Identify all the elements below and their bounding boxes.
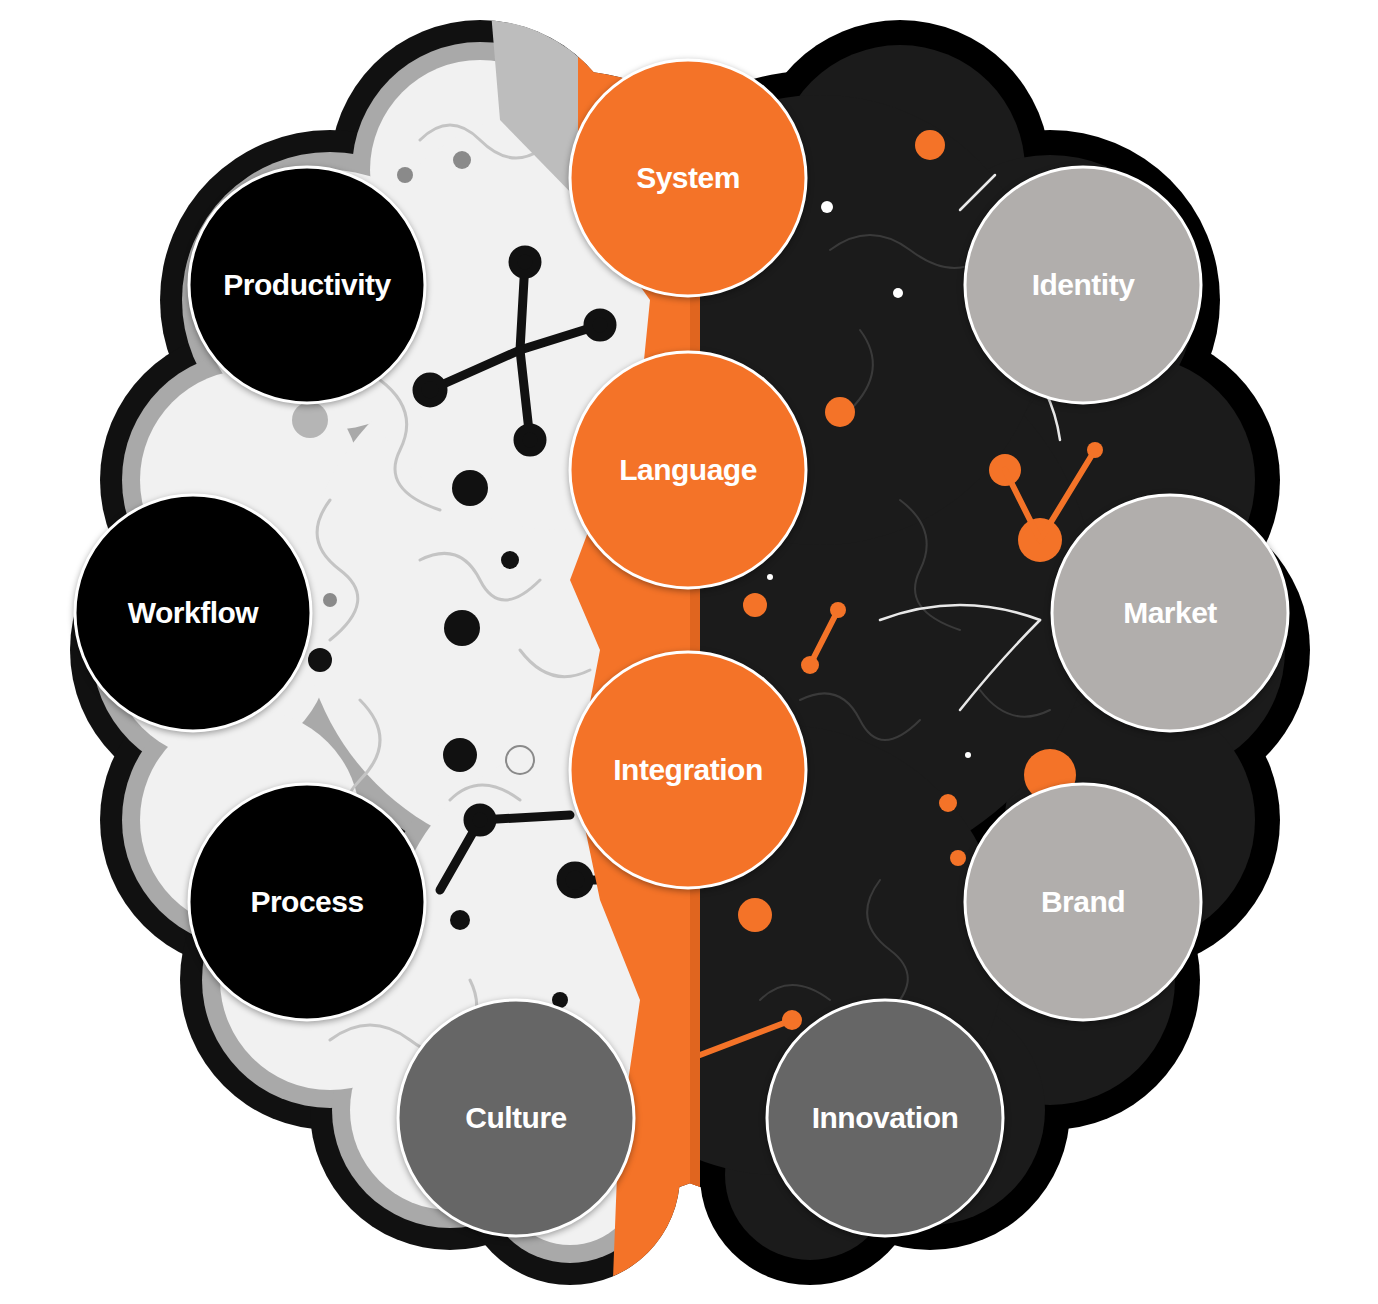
circle-fill	[398, 1000, 634, 1236]
circle-label: Innovation	[812, 1101, 959, 1136]
circle-label: Integration	[613, 753, 763, 788]
brain-detail	[915, 130, 945, 160]
left-circle: Process	[187, 782, 427, 1022]
core-circle: Language	[568, 350, 808, 590]
brain-detail	[1005, 470, 1040, 540]
brain-detail	[700, 1020, 792, 1055]
brain-detail	[443, 738, 477, 772]
circle-label: System	[636, 161, 740, 196]
brain-detail	[850, 330, 873, 410]
brain-detail	[980, 690, 1050, 717]
brain-detail	[452, 470, 488, 506]
circle-fill	[75, 495, 311, 731]
brain-detail	[880, 605, 1040, 620]
circle-fill	[767, 1000, 1003, 1236]
brain-detail	[444, 610, 480, 646]
core-circle: Integration	[568, 650, 808, 890]
brain-detail	[1040, 450, 1095, 540]
circle-fill	[1052, 495, 1288, 731]
circle-label: Language	[619, 453, 757, 488]
brain-detail	[743, 593, 767, 617]
brain-detail	[893, 288, 903, 298]
circle-fill	[570, 60, 806, 296]
brain-detail	[317, 500, 358, 640]
brain-detail	[588, 313, 612, 337]
circle-fill	[570, 652, 806, 888]
brain-detail	[520, 650, 590, 677]
brain-detail	[468, 808, 492, 832]
brain-detail	[561, 866, 589, 894]
brain-detail	[490, 0, 578, 200]
left-circle: Workflow	[73, 493, 313, 733]
circle-fill	[570, 352, 806, 588]
circle-fill	[965, 784, 1201, 1020]
brain-detail	[397, 167, 413, 183]
brain-detail	[323, 593, 337, 607]
right-circle: Identity	[963, 165, 1203, 405]
circle-label: Identity	[1032, 268, 1135, 303]
left-hemisphere	[70, 20, 690, 1285]
brain-detail	[518, 428, 542, 452]
brain-detail	[825, 397, 855, 427]
brain-detail	[821, 201, 833, 213]
circle-label: Market	[1123, 596, 1217, 631]
brain-detail	[939, 794, 957, 812]
circle-label: Culture	[465, 1101, 567, 1136]
circle-label: Productivity	[223, 268, 390, 303]
core-circle: System	[568, 58, 808, 298]
brain-detail	[960, 620, 1040, 710]
brain-detail	[450, 785, 520, 800]
brain-detail	[420, 553, 540, 600]
brain-detail	[960, 175, 995, 210]
right-circle: Brand	[963, 782, 1203, 1022]
brain-detail	[417, 377, 443, 403]
brain-detail	[950, 850, 966, 866]
brain-detail	[292, 402, 328, 438]
brain-detail	[450, 910, 470, 930]
right-circle: Market	[1050, 493, 1290, 733]
brain-detail	[810, 610, 838, 665]
brain-detail	[760, 985, 830, 1000]
bottom-circle: Culture	[396, 998, 636, 1238]
circle-fill	[189, 784, 425, 1020]
brain-detail	[308, 648, 332, 672]
right-outline	[690, 20, 1310, 1285]
brain-detail	[830, 235, 980, 268]
circle-fill	[189, 167, 425, 403]
brain-detail	[506, 746, 534, 774]
brain-detail	[767, 574, 773, 580]
right-hemisphere	[690, 20, 1310, 1285]
brain-detail	[965, 752, 971, 758]
left-outline	[70, 20, 690, 1285]
bottom-circle: Innovation	[765, 998, 1005, 1238]
brain-detail	[800, 693, 920, 740]
circle-label: Process	[250, 885, 363, 920]
circle-fill	[965, 167, 1201, 403]
circle-label: Workflow	[128, 596, 258, 631]
left-circle: Productivity	[187, 165, 427, 405]
brain-detail	[513, 250, 537, 274]
circle-label: Brand	[1041, 885, 1125, 920]
brain-detail	[738, 898, 772, 932]
brain-detail	[453, 151, 471, 169]
brain-detail	[501, 551, 519, 569]
